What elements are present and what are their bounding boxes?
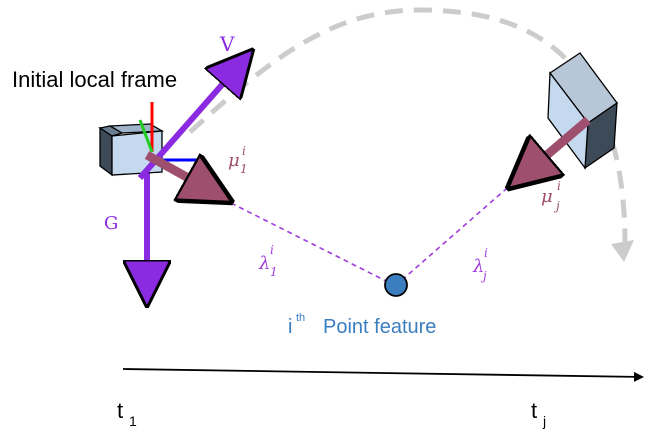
camera-icon (547, 52, 618, 170)
lambda-1-label: λ i 1 (258, 243, 278, 279)
ray-lambda-j (401, 174, 523, 281)
lambda-j-label: λ i j (472, 246, 488, 283)
gravity-label: G (104, 213, 118, 234)
ray-lambda-1 (214, 194, 393, 285)
velocity-label: V (219, 32, 235, 56)
lambda-j-sup: i (484, 246, 488, 260)
tj-base: t (531, 398, 537, 423)
mu-j-sup: i (557, 179, 561, 193)
time-label-t1: t 1 (117, 398, 137, 429)
mu-j-sub: j (553, 199, 560, 213)
point-feature-text: Point feature (323, 316, 436, 338)
time-axis-arrow (122, 368, 644, 382)
t1-base: t (117, 398, 123, 423)
lambda-j-base: λ (472, 256, 484, 277)
lambda-1-sup: i (270, 243, 274, 257)
point-feature-ordinal-sup: th (296, 312, 305, 324)
mu-j-base: μ (541, 186, 553, 207)
trajectory-arc (188, 7, 628, 246)
mu-j-label: μ i j (541, 179, 561, 213)
mu-1-sup: i (242, 144, 246, 158)
axis-green (138, 119, 154, 153)
t1-sub: 1 (129, 413, 137, 429)
lambda-1-base: λ (258, 253, 270, 274)
trajectory-arrowhead (611, 240, 634, 262)
bearing-mu-j (527, 116, 591, 172)
lambda-1-sub: 1 (270, 265, 278, 279)
tj-sub: j (542, 413, 546, 429)
initial-frame-label: Initial local frame (12, 67, 177, 92)
point-feature-ordinal: i (288, 316, 292, 338)
lambda-j-sub: j (480, 269, 487, 283)
point-feature-dot (384, 273, 408, 297)
mu-1-sub: 1 (240, 162, 248, 176)
mu-1-base: μ (228, 150, 240, 171)
bearing-mu-1 (144, 151, 210, 190)
mu-1-label: μ i 1 (228, 144, 248, 176)
point-feature-label: i th Point feature (288, 312, 436, 338)
time-label-tj: t j (531, 398, 546, 429)
